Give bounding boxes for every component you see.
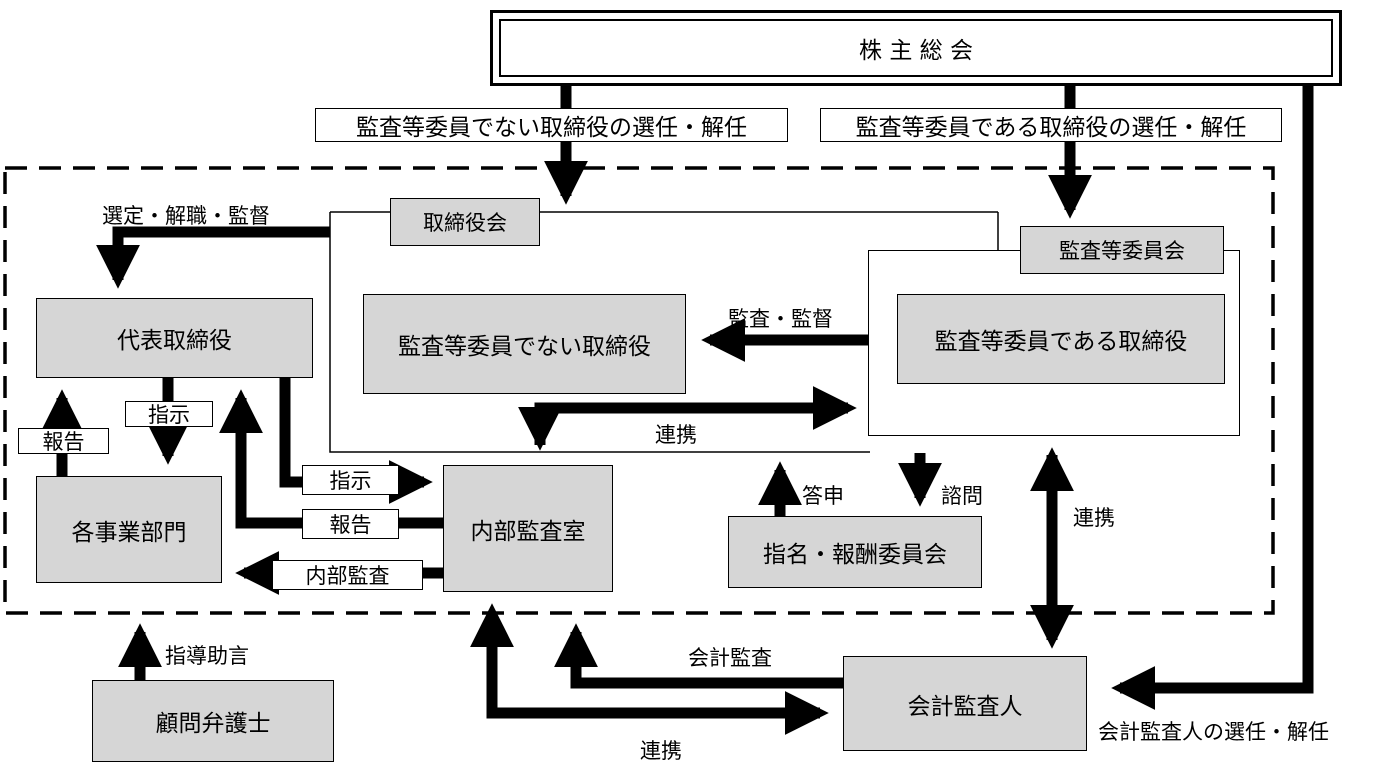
shareholders-meeting-box: 株 主 総 会: [490, 10, 1342, 86]
audit-committee-tab: 監査等委員会: [1020, 226, 1224, 274]
report-left-label: 報告: [18, 428, 109, 454]
accounting-audit-label: 会計監査: [688, 646, 772, 670]
consult-label: 諮問: [941, 484, 983, 508]
coop-center-label: 連携: [655, 423, 697, 447]
guidance-label: 指導助言: [165, 644, 249, 668]
arrow-report-mid: [219, 389, 443, 529]
business-divisions-box: 各事業部門: [36, 476, 222, 583]
internal-audit-office-box: 内部監査室: [443, 465, 613, 592]
arrow-select-dismiss: [96, 226, 330, 289]
company-boundary: [3, 166, 1275, 615]
elect-audit-label: 監査等委員である取締役の選任・解任: [820, 108, 1282, 142]
arrow-elect-accounting-auditor: [1111, 85, 1314, 710]
audit-supervise-label: 監査・監督: [728, 307, 833, 331]
board-outline: [329, 212, 870, 453]
audit-directors-box: 監査等委員である取締役: [897, 294, 1225, 384]
nomination-committee-box: 指名・報酬委員会: [728, 516, 982, 588]
accounting-auditor-box: 会計監査人: [843, 656, 1087, 751]
coop-right-label: 連携: [1073, 506, 1115, 530]
non-audit-directors-box: 監査等委員でない取締役: [363, 294, 686, 394]
arrow-accounting-audit: [554, 623, 843, 689]
instruction-top-label: 指示: [125, 401, 213, 427]
board-tab: 取締役会: [390, 198, 540, 246]
instruction-mid-label: 指示: [302, 465, 399, 495]
elect-non-audit-label: 監査等委員でない取締役の選任・解任: [315, 108, 788, 142]
report-answer-label: 答申: [802, 484, 844, 508]
legal-advisor-box: 顧問弁護士: [92, 680, 334, 762]
representative-director-box: 代表取締役: [36, 298, 313, 378]
select-dismiss-supervise-label: 選定・解職・監督: [102, 204, 270, 228]
report-mid-label: 報告: [302, 509, 399, 539]
internal-audit-label: 内部監査: [272, 560, 423, 590]
elect-accounting-auditor-label: 会計監査人の選任・解任: [1098, 720, 1329, 744]
coop-bottom-label: 連携: [640, 739, 682, 763]
shareholders-meeting-label: 株 主 総 会: [859, 38, 973, 64]
